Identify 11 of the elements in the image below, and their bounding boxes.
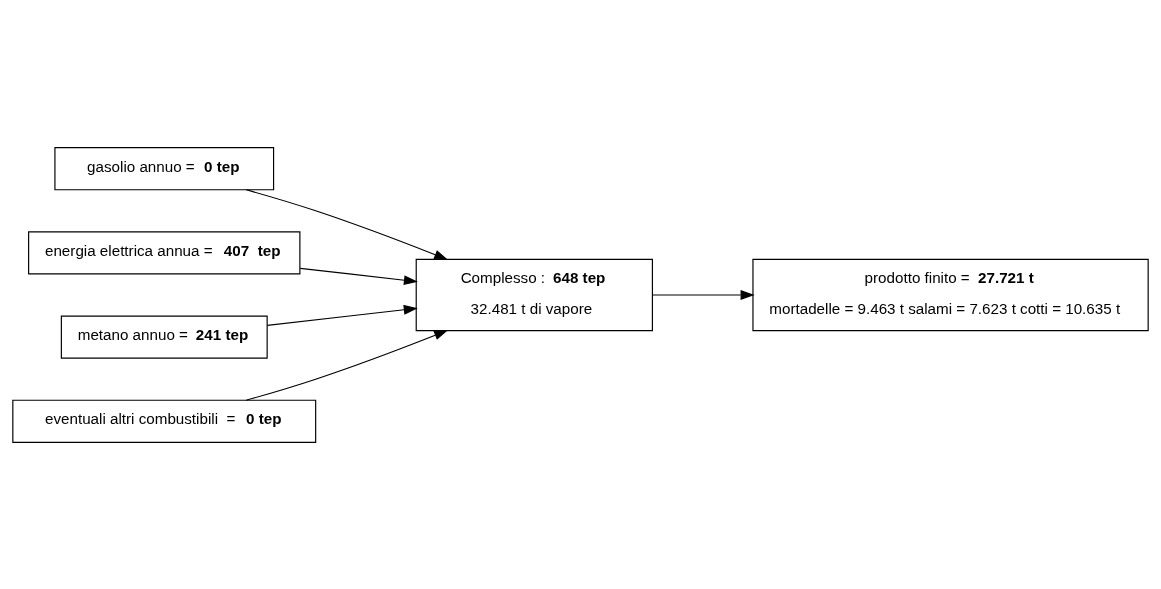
arrow — [651, 289, 755, 300]
arrow — [299, 267, 418, 285]
node-box: gasolio annuo = 0 tep — [54, 146, 275, 190]
node-box: metano annuo = 241 tep — [60, 314, 268, 359]
node-box: energia elettrica annua = 407 tep — [28, 230, 301, 275]
node-box: eventuali altri combustibili = 0 tep — [12, 399, 317, 443]
node-box: Complesso : 648 tep 32.481 t di vapore — [415, 258, 653, 331]
node-box: prodotto finito = 27.721 t mortadelle = 9.463 t salami = 7.623 t cotti = 10.635 t — [752, 258, 1149, 331]
arrow — [245, 188, 449, 260]
arrow — [245, 329, 449, 401]
arrow — [266, 304, 418, 326]
